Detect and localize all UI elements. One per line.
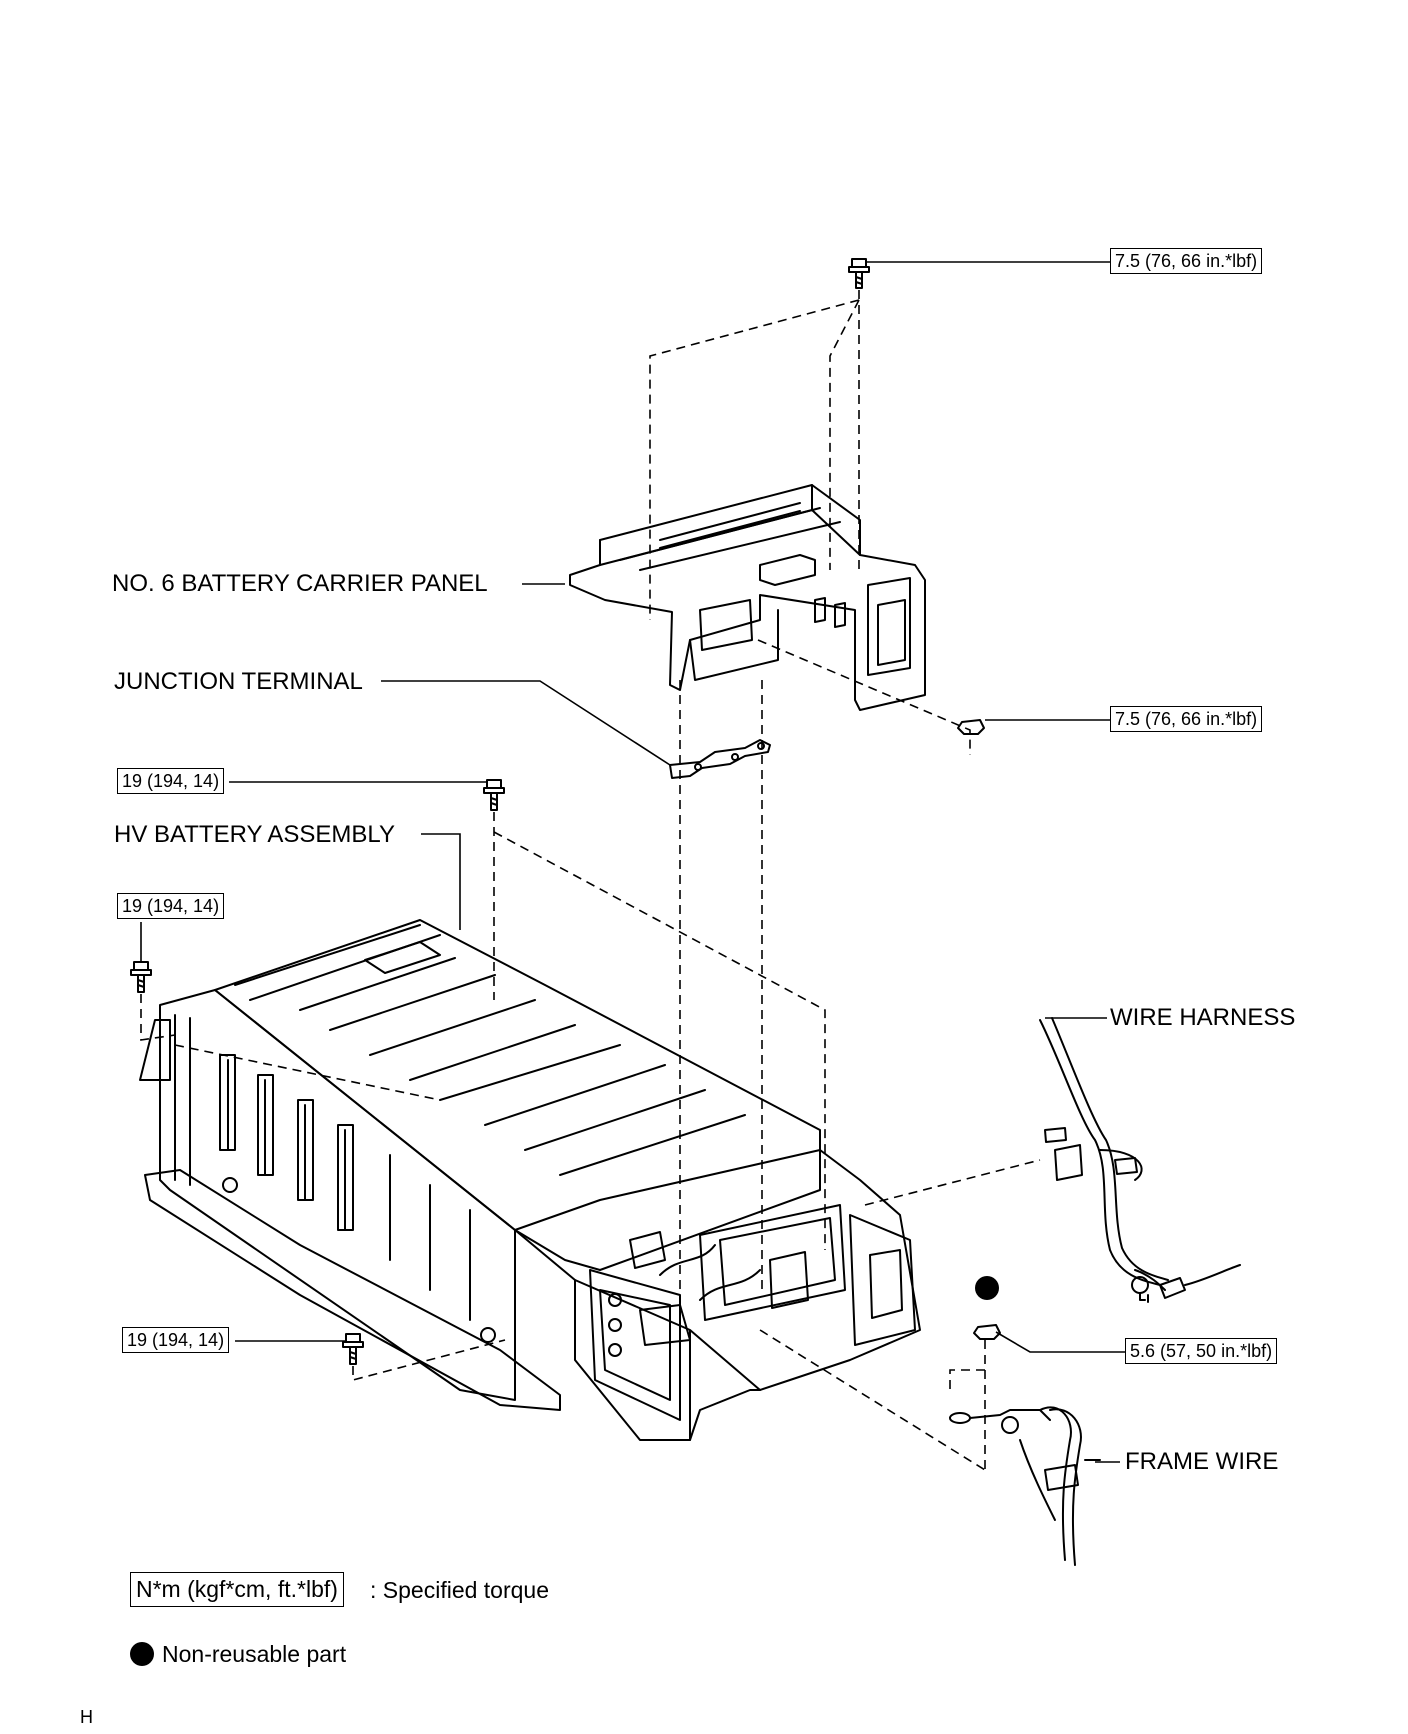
torque-spec-upper-left-bolt: 19 (194, 14) <box>117 768 225 794</box>
bolt-upper-left <box>483 779 505 811</box>
frame-wire-label: FRAME WIRE <box>1125 1448 1279 1475</box>
hv-battery-label: HV BATTERY ASSEMBLY <box>114 821 395 848</box>
torque-spec-frame-nut: 5.6 (57, 50 in.*lbf) <box>1125 1338 1278 1364</box>
footer-code: H <box>80 1707 93 1727</box>
carrier-panel-drawing <box>569 484 926 711</box>
leader-lines <box>140 261 1125 1463</box>
legend-torque-units-box: N*m (kgf*cm, ft.*lbf) <box>130 1572 344 1607</box>
frame-wire-drawing <box>949 1406 1101 1566</box>
torque-spec-lower-bolt: 19 (194, 14) <box>122 1327 230 1353</box>
wire-harness-drawing <box>1039 1017 1241 1303</box>
nut-panel <box>957 719 985 735</box>
carrier-panel-label: NO. 6 BATTERY CARRIER PANEL <box>112 570 488 597</box>
torque-spec-panel-nut: 7.5 (76, 66 in.*lbf) <box>1110 706 1263 732</box>
legend-nonreusable-text: Non-reusable part <box>162 1641 347 1667</box>
torque-spec-top-bolt: 7.5 (76, 66 in.*lbf) <box>1110 248 1263 274</box>
nonreusable-marker <box>975 1276 999 1300</box>
bolt-top <box>848 258 870 289</box>
hv-battery-drawing <box>139 919 921 1441</box>
legend-torque-desc: : Specified torque <box>370 1577 550 1603</box>
wire-harness-label: WIRE HARNESS <box>1110 1004 1296 1031</box>
legend-nonreusable-dot <box>130 1642 154 1666</box>
junction-terminal-label: JUNCTION TERMINAL <box>114 668 363 695</box>
nut-frame <box>973 1324 1001 1340</box>
torque-spec-left-bolt: 19 (194, 14) <box>117 893 225 919</box>
dashed-guides <box>140 290 1041 1471</box>
junction-terminal-drawing <box>669 739 771 779</box>
bolt-left <box>130 961 152 993</box>
bolt-lower <box>342 1333 364 1365</box>
